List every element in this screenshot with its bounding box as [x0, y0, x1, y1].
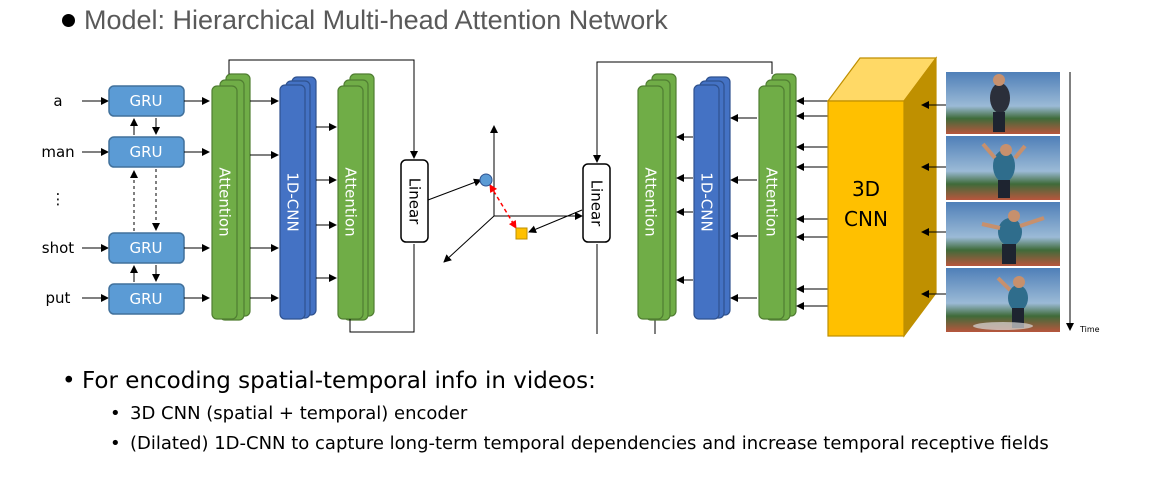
- linear-box-right: Linear: [582, 163, 611, 243]
- gru-label: GRU: [129, 143, 162, 161]
- gru-box-3: GRU: [108, 232, 185, 264]
- bullet-dot-icon: •: [62, 368, 76, 394]
- word-ellipsis: ⋮: [51, 190, 66, 208]
- attention-stack-right-2: Attention: [758, 73, 797, 321]
- video-frame-3: [946, 202, 1060, 266]
- bullet-sub-text: 3D CNN (spatial + temporal) encoder: [130, 403, 468, 424]
- cnn3d-label-line2: CNN: [844, 207, 888, 231]
- bullet-sub-1: • 3D CNN (spatial + temporal) encoder: [110, 402, 1142, 426]
- cnn3d-block: 3D CNN: [826, 56, 938, 338]
- video-frame-2: [946, 136, 1060, 200]
- bullet-main-text: For encoding spatial-temporal info in vi…: [82, 368, 596, 394]
- text-embedding-point: [479, 173, 493, 187]
- attention-stack-left-1: Attention: [211, 73, 251, 321]
- video-frame-1: [946, 72, 1060, 134]
- bullet-list: • For encoding spatial-temporal info in …: [62, 366, 1142, 456]
- bullet-dot-icon: •: [110, 403, 121, 424]
- attention-label: Attention: [342, 167, 360, 236]
- linear-label: Linear: [406, 178, 424, 225]
- linear-box-left: Linear: [400, 159, 429, 243]
- cnn1d-label: 1D-CNN: [698, 172, 716, 231]
- word-man: man: [41, 143, 74, 161]
- title-bullet-icon: [62, 13, 75, 27]
- gru-box-2: GRU: [108, 136, 185, 168]
- linear-label: Linear: [588, 180, 606, 227]
- attention-label: Attention: [642, 167, 660, 236]
- word-a: a: [53, 92, 62, 110]
- attention-label: Attention: [763, 167, 781, 236]
- time-label: Time: [1079, 325, 1100, 334]
- gru-label: GRU: [129, 290, 162, 308]
- gru-label: GRU: [129, 239, 162, 257]
- embedding-space: [427, 125, 583, 263]
- slide-title: Model: Hierarchical Multi-head Attention…: [62, 2, 668, 38]
- bullet-sub-2: • (Dilated) 1D-CNN to capture long-term …: [110, 432, 1142, 456]
- bullet-main: • For encoding spatial-temporal info in …: [62, 366, 1142, 396]
- cnn1d-stack-left: 1D-CNN: [279, 76, 317, 320]
- bullet-sub-text: (Dilated) 1D-CNN to capture long-term te…: [130, 433, 1049, 454]
- title-text: Model: Hierarchical Multi-head Attention…: [84, 4, 668, 35]
- gru-label: GRU: [129, 92, 162, 110]
- cnn1d-label: 1D-CNN: [284, 172, 302, 231]
- video-frame-4: [946, 268, 1060, 332]
- cnn1d-stack-right: 1D-CNN: [693, 76, 731, 320]
- cnn3d-label-line1: 3D: [852, 177, 880, 201]
- gru-box-4: GRU: [108, 283, 185, 315]
- attention-stack-left-2: Attention: [337, 73, 375, 321]
- gru-box-1: GRU: [108, 85, 185, 117]
- video-embedding-point: [515, 227, 528, 240]
- attention-stack-right-1: Attention: [637, 73, 677, 321]
- attention-label: Attention: [216, 167, 234, 236]
- word-shot: shot: [42, 239, 74, 257]
- bullet-dot-icon: •: [110, 433, 121, 454]
- model-diagram: a man ⋮ shot put GRU GRU GRU GRU Attenti…: [41, 56, 1100, 338]
- word-put: put: [46, 289, 71, 307]
